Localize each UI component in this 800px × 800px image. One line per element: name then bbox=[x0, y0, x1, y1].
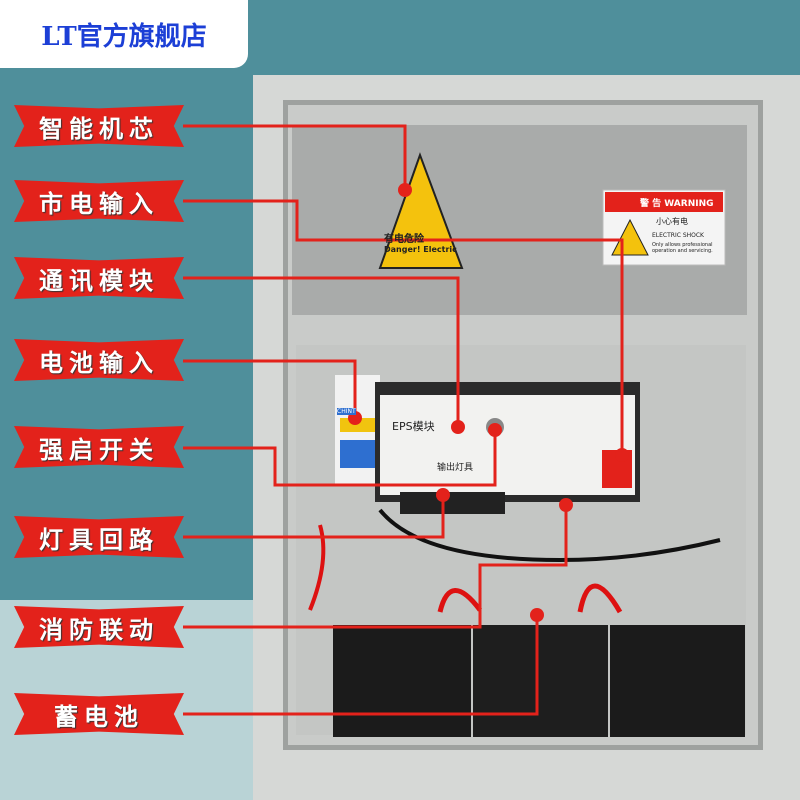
warning-en2: Only allows professional operation and s… bbox=[652, 242, 713, 254]
terminal-block bbox=[400, 492, 505, 514]
warning-header-en: WARNING bbox=[664, 199, 714, 209]
danger-en: Danger! Electric bbox=[384, 245, 457, 254]
label-force-start: 强启开关 bbox=[14, 426, 184, 468]
warning-en1: ELECTRIC SHOCK bbox=[652, 232, 704, 239]
module-title: EPS模块 bbox=[392, 420, 435, 433]
module-output: 输出灯具 bbox=[437, 463, 474, 473]
label-mains-input: 市电输入 bbox=[14, 180, 184, 222]
label-smart-core: 智能机芯 bbox=[14, 105, 184, 147]
warning-cn: 小心有电 bbox=[656, 217, 688, 226]
label-battery: 蓄电池 bbox=[14, 693, 184, 735]
label-comm-module: 通讯模块 bbox=[14, 257, 184, 299]
warning-header-cn: 警 告 bbox=[640, 199, 662, 209]
shop-title: LT官方旗舰店 bbox=[0, 0, 248, 68]
label-fire-linkage: 消防联动 bbox=[14, 606, 184, 648]
battery-3 bbox=[610, 625, 745, 737]
battery-1 bbox=[333, 625, 471, 737]
label-battery-input: 电池输入 bbox=[14, 339, 184, 381]
callout-lines bbox=[183, 124, 624, 716]
battery-2 bbox=[473, 625, 608, 737]
breaker-brand: CHINT bbox=[337, 408, 356, 415]
eps-module bbox=[380, 395, 635, 495]
danger-cn: 有电危险 bbox=[384, 234, 424, 245]
label-lamp-circuit: 灯具回路 bbox=[14, 516, 184, 558]
warning-header: 警 告 WARNING bbox=[640, 196, 714, 209]
